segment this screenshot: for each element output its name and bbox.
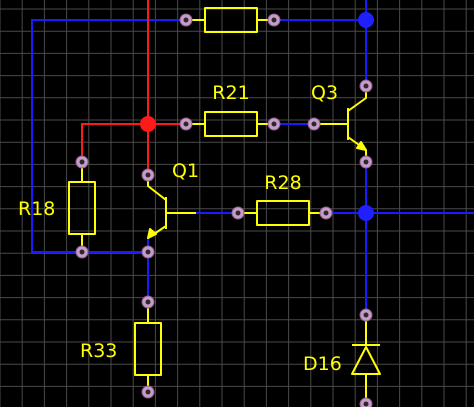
pins [75,13,373,407]
pin-hole [323,210,329,216]
pin-hole [145,249,151,255]
pin-hole [363,83,369,89]
junction-top-right[interactable] [358,12,374,28]
pin-hole [183,17,189,23]
pin-hole [145,299,151,305]
pin-hole [363,312,369,318]
junction-mid-right[interactable] [358,205,374,221]
pin-hole [363,159,369,165]
pin-hole [235,210,241,216]
label-r18: R18 [18,198,55,220]
pin-hole [145,172,151,178]
pin-hole [79,159,85,165]
pin-hole [145,389,151,395]
pin-hole [183,121,189,127]
blue-wires [31,0,474,315]
pin-hole [79,249,85,255]
label-r21: R21 [212,82,249,104]
label-r33: R33 [80,340,117,362]
pin-hole [271,121,277,127]
pin-hole [311,121,317,127]
label-r28: R28 [264,172,301,194]
label-q3: Q3 [311,82,338,104]
wire-top-left[interactable] [31,19,186,253]
label-q1: Q1 [172,160,199,182]
label-d16: D16 [303,353,342,375]
pin-hole [271,17,277,23]
pin-hole [363,401,369,407]
junction-red-node[interactable] [140,116,156,132]
